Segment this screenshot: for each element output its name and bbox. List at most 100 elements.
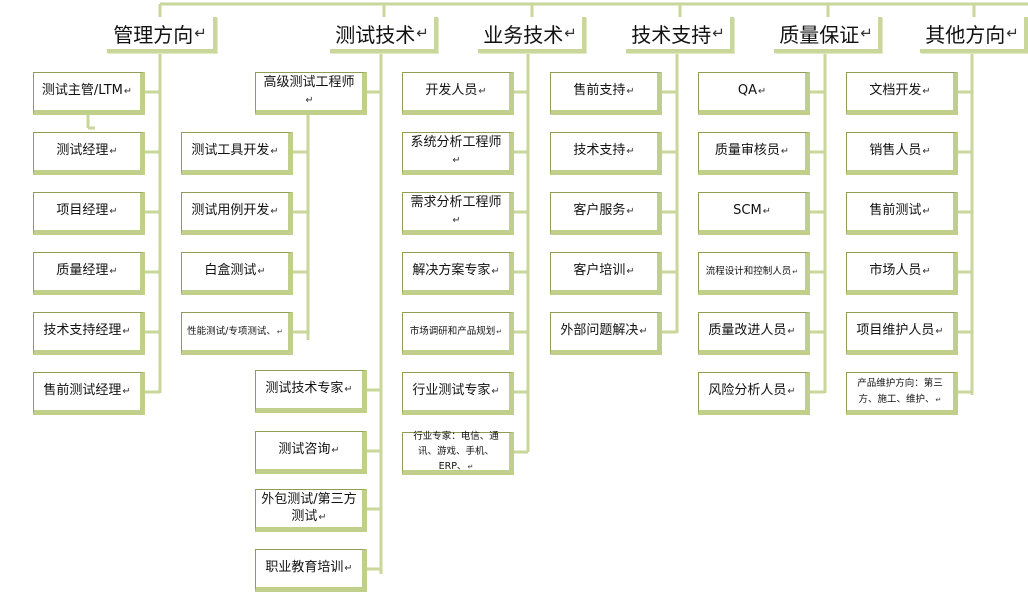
return-mark-icon: ↵: [792, 266, 799, 276]
mgmt-node: 售前测试经理↵: [33, 372, 145, 415]
biz-node: 行业测试专家↵: [402, 372, 514, 415]
node-label: 行业测试专家↵: [412, 383, 500, 399]
column-header-biz: 业务技术↵: [478, 17, 586, 53]
test-expert-node: 外包测试/第三方测试↵: [255, 489, 367, 532]
node-label: 客户培训↵: [573, 263, 635, 279]
return-mark-icon: ↵: [762, 206, 771, 218]
return-mark-icon: ↵: [935, 326, 944, 338]
tech-node: 外部问题解决↵: [550, 312, 662, 355]
node-label: 行业专家：电信、通讯、游戏、手机、ERP、↵: [413, 430, 499, 473]
return-mark-icon: ↵: [1006, 24, 1019, 42]
node-label: 白盒测试↵: [204, 263, 266, 279]
node-label: 技术支持↵: [573, 143, 635, 159]
mgmt-node: 测试经理↵: [33, 132, 145, 175]
return-mark-icon: ↵: [270, 206, 279, 218]
return-mark-icon: ↵: [860, 24, 873, 42]
return-mark-icon: ↵: [787, 326, 796, 338]
other-node: 售前测试↵: [846, 192, 958, 235]
node-label: 市场调研和产品规划↵: [409, 325, 503, 337]
return-mark-icon: ↵: [344, 384, 353, 396]
column-header-test: 测试技术↵: [330, 17, 438, 53]
other-node: 文档开发↵: [846, 72, 958, 115]
return-mark-icon: ↵: [787, 386, 796, 398]
return-mark-icon: ↵: [922, 86, 931, 98]
test-sub-node: 测试工具开发↵: [181, 132, 293, 175]
return-mark-icon: ↵: [318, 511, 327, 523]
test-sub-node: 性能测试/专项测试、↵: [181, 312, 293, 355]
column-header-label: 测试技术: [335, 22, 416, 47]
return-mark-icon: ↵: [122, 386, 131, 398]
column-header-label: 其他方向: [925, 22, 1006, 47]
column-header-tech: 技术支持↵: [626, 17, 734, 53]
tech-node: 客户培训↵: [550, 252, 662, 295]
return-mark-icon: ↵: [452, 154, 461, 166]
column-header-mgmt: 管理方向↵: [107, 17, 217, 53]
return-mark-icon: ↵: [564, 24, 577, 42]
node-label: 外包测试/第三方测试↵: [261, 492, 357, 524]
biz-node: 需求分析工程师↵: [402, 192, 514, 235]
tech-node: 客户服务↵: [550, 192, 662, 235]
biz-node: 市场调研和产品规划↵: [402, 312, 514, 355]
node-label: 质量审核员↵: [714, 143, 790, 159]
mgmt-node: 测试主管/LTM↵: [33, 72, 145, 115]
biz-node: 开发人员↵: [402, 72, 514, 115]
node-label: 售前测试经理↵: [43, 383, 131, 399]
return-mark-icon: ↵: [922, 146, 931, 158]
test-sub-node: 白盒测试↵: [181, 252, 293, 295]
return-mark-icon: ↵: [109, 206, 118, 218]
column-header-other: 其他方向↵: [920, 17, 1028, 53]
node-label: 外部问题解决↵: [560, 323, 648, 339]
qa-node: 质量审核员↵: [698, 132, 810, 175]
column-header-label: 管理方向: [113, 22, 194, 47]
qa-node: SCM↵: [698, 192, 810, 235]
return-mark-icon: ↵: [922, 266, 931, 278]
node-label: 测试工具开发↵: [191, 143, 279, 159]
return-mark-icon: ↵: [491, 266, 500, 278]
return-mark-icon: ↵: [257, 266, 266, 278]
return-mark-icon: ↵: [639, 326, 648, 338]
node-label: 技术支持经理↵: [43, 323, 131, 339]
column-header-qa: 质量保证↵: [774, 17, 882, 53]
return-mark-icon: ↵: [276, 326, 283, 336]
return-mark-icon: ↵: [452, 214, 461, 226]
test-expert-node: 职业教育培训↵: [255, 549, 367, 592]
column-header-label: 技术支持: [631, 22, 712, 47]
tech-node: 技术支持↵: [550, 132, 662, 175]
return-mark-icon: ↵: [122, 326, 131, 338]
node-label: 流程设计和控制人员↵: [705, 265, 799, 277]
return-mark-icon: ↵: [270, 146, 279, 158]
node-label: 风险分析人员↵: [708, 383, 796, 399]
return-mark-icon: ↵: [478, 86, 487, 98]
node-label: 测试技术专家↵: [265, 381, 353, 397]
node-label: 测试咨询↵: [278, 442, 340, 458]
return-mark-icon: ↵: [109, 266, 118, 278]
node-label: 项目经理↵: [56, 203, 118, 219]
return-mark-icon: ↵: [922, 206, 931, 218]
other-node: 市场人员↵: [846, 252, 958, 295]
node-label: 文档开发↵: [869, 83, 931, 99]
return-mark-icon: ↵: [109, 146, 118, 158]
biz-node: 行业专家：电信、通讯、游戏、手机、ERP、↵: [402, 430, 514, 475]
qa-node: 质量改进人员↵: [698, 312, 810, 355]
node-label: 产品维护方向：第三方、施工、维护、↵: [857, 378, 943, 405]
column-header-label: 业务技术: [483, 22, 564, 47]
node-label: SCM↵: [733, 203, 771, 219]
return-mark-icon: ↵: [194, 24, 207, 42]
test-senior-node: 高级测试工程师↵: [255, 72, 367, 115]
test-sub-node: 测试用例开发↵: [181, 192, 293, 235]
node-label: 开发人员↵: [425, 83, 487, 99]
return-mark-icon: ↵: [780, 146, 790, 158]
node-label: 测试经理↵: [56, 143, 118, 159]
node-label: 测试主管/LTM↵: [41, 83, 133, 99]
return-mark-icon: ↵: [305, 94, 314, 106]
return-mark-icon: ↵: [626, 146, 635, 158]
node-label: 高级测试工程师↵: [263, 75, 355, 106]
node-label: 需求分析工程师↵: [410, 195, 502, 226]
node-label: 售前测试↵: [869, 203, 931, 219]
node-label: 销售人员↵: [869, 143, 931, 159]
node-label: 性能测试/专项测试、↵: [187, 325, 283, 337]
node-label: 质量改进人员↵: [708, 323, 796, 339]
mgmt-node: 技术支持经理↵: [33, 312, 145, 355]
node-label: 系统分析工程师↵: [410, 135, 502, 166]
other-node: 销售人员↵: [846, 132, 958, 175]
